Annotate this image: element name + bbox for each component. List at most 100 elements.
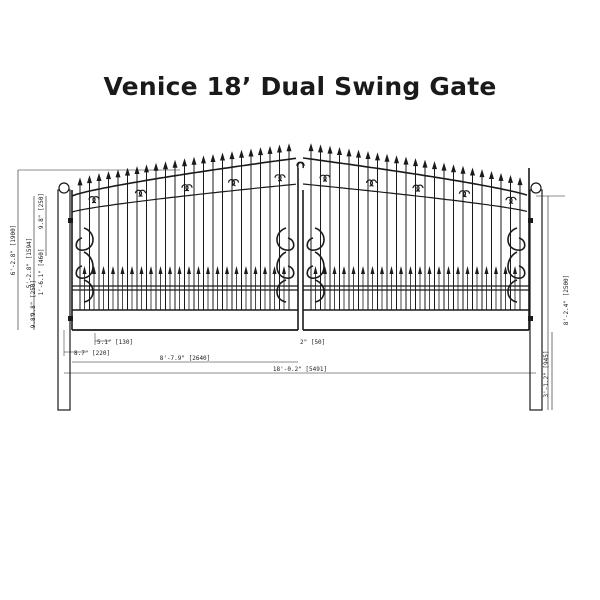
left-gate-leaf	[68, 143, 299, 331]
spear-icon	[503, 266, 508, 274]
finial-icon	[498, 172, 504, 181]
scroll-ornament-icon	[134, 189, 147, 197]
dim-center-gap: 2" [50]	[300, 339, 325, 346]
finial-icon	[182, 158, 187, 167]
dim-post-height: 8'-2.4" [2500]	[563, 275, 570, 326]
spear-icon	[244, 266, 248, 274]
finial-icon	[318, 144, 323, 153]
scroll-ornament-icon	[412, 184, 424, 192]
side-scroll-icon	[306, 227, 325, 303]
spear-icon	[120, 266, 125, 274]
spear-icon	[187, 266, 191, 274]
dim-picket-height: 1'-6.1" [460]	[38, 249, 45, 296]
finial-icon	[125, 167, 130, 176]
spear-icon	[215, 266, 220, 274]
scroll-ornament-icon	[505, 196, 517, 204]
finial-icon	[460, 165, 466, 174]
spear-icon	[149, 266, 153, 274]
scroll-ornament-icon	[88, 196, 100, 204]
spear-icon	[399, 266, 403, 274]
finial-icon	[77, 177, 83, 186]
finial-icon	[441, 162, 447, 171]
finial-icon	[508, 174, 513, 183]
finial-icon	[356, 149, 361, 158]
finial-icon	[210, 153, 216, 162]
dim-bottom-gap: 9.8"	[30, 314, 37, 328]
spear-icon	[253, 266, 258, 274]
finial-icon	[220, 152, 225, 161]
spear-icon	[234, 266, 239, 274]
finial-icon	[451, 164, 456, 173]
finial-icon	[479, 169, 485, 178]
scroll-ornament-icon	[319, 174, 331, 182]
spear-icon	[196, 266, 201, 274]
finial-icon	[267, 145, 273, 154]
spear-icon	[408, 266, 413, 274]
spear-icon	[475, 266, 479, 274]
spear-icon	[323, 266, 327, 274]
dim-post-offset: 8.7" [220]	[74, 350, 110, 357]
spear-icon	[380, 266, 384, 274]
center-curl-icon	[296, 161, 305, 169]
finial-icon	[201, 155, 206, 164]
scroll-ornament-icon	[365, 179, 378, 187]
finial-icon	[394, 155, 399, 164]
scroll-ornament-icon	[274, 174, 286, 182]
spear-icon	[168, 266, 172, 274]
spear-icon	[465, 266, 470, 274]
finial-icon	[517, 177, 523, 186]
spear-icon	[418, 266, 422, 274]
post-cap-icon	[58, 182, 70, 194]
hinge-icon	[528, 218, 533, 223]
finial-icon	[229, 151, 235, 160]
spear-icon	[494, 266, 498, 274]
finial-icon	[375, 152, 380, 161]
finial-icon	[258, 147, 263, 156]
spear-icon	[456, 266, 460, 274]
finial-icon	[308, 143, 314, 152]
finial-icon	[248, 148, 254, 157]
finial-icon	[489, 170, 494, 179]
finial-icon	[337, 146, 342, 155]
spear-icon	[513, 266, 517, 274]
dim-overall-width: 18'-0.2" [5491]	[273, 366, 327, 373]
finial-icon	[432, 161, 437, 170]
spear-icon	[82, 266, 87, 274]
side-scroll-icon	[507, 227, 526, 303]
finial-icon	[115, 169, 121, 178]
finial-icon	[87, 175, 92, 184]
finial-icon	[286, 143, 292, 152]
finial-icon	[403, 156, 409, 165]
finial-icon	[470, 167, 475, 176]
finial-icon	[239, 149, 244, 158]
spear-icon	[272, 266, 277, 274]
spear-icon	[361, 266, 365, 274]
finial-icon	[153, 162, 159, 171]
finial-icon	[96, 173, 102, 182]
finial-icon	[277, 144, 282, 153]
finial-icon	[106, 171, 111, 180]
finial-icon	[422, 159, 428, 168]
dim-arch-rise: 9.8" [250]	[38, 193, 45, 229]
spear-icon	[92, 266, 96, 274]
dim-picket-spacing: 5.1" [130]	[97, 339, 133, 346]
finial-icon	[327, 145, 333, 154]
finial-icon	[413, 158, 418, 167]
spear-icon	[206, 266, 210, 274]
spear-icon	[177, 266, 182, 274]
spear-icon	[427, 266, 432, 274]
finial-icon	[365, 151, 371, 160]
finial-icon	[191, 156, 197, 165]
spear-icon	[389, 266, 394, 274]
spear-icon	[158, 266, 163, 274]
scroll-ornament-icon	[458, 190, 471, 198]
spear-icon	[101, 266, 106, 274]
spear-icon	[225, 266, 229, 274]
dim-frame-height: 5'-2.8" [1594]	[26, 238, 33, 289]
dim-lower-band: 9.8" [250]	[30, 280, 37, 316]
scroll-ornament-icon	[227, 179, 240, 187]
finial-icon	[163, 161, 168, 170]
spear-icon	[446, 266, 451, 274]
spear-icon	[332, 266, 337, 274]
